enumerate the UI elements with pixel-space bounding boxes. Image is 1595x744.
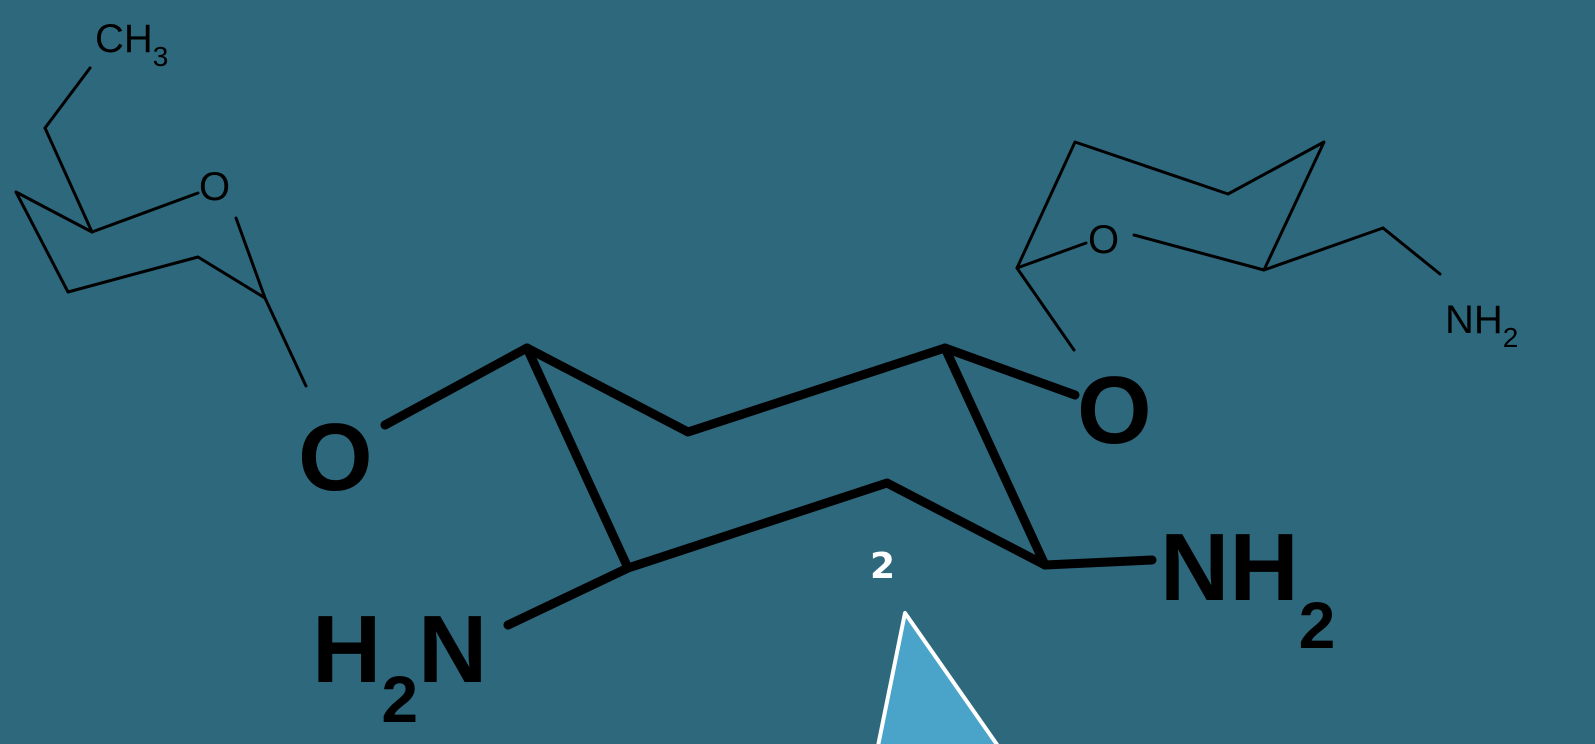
site-marker: 2 [870, 546, 1000, 744]
left-methyl-bond-upper [43, 66, 92, 130]
left-amine-n: N [418, 596, 487, 703]
methyl-label: CH3 [95, 17, 168, 72]
central-ring-bonds [522, 343, 1050, 573]
right-side-chain-bond-1 [1262, 226, 1385, 272]
right-side-amine-main: NH [1445, 298, 1503, 342]
left-amine-h: H [312, 596, 381, 703]
right-glycosidic-oxygen-label: O [1077, 357, 1152, 464]
right-glycosidic-bond [940, 343, 1080, 400]
left-amine-label: H2N [312, 596, 487, 736]
methyl-main: CH [95, 17, 153, 61]
right-anomeric-bond [1015, 266, 1076, 352]
right-amine-main: NH [1160, 514, 1299, 621]
left-glycosidic-oxygen-label: O [298, 404, 373, 511]
right-side-chain-bond-2 [1381, 226, 1442, 276]
left-anomeric-bond [263, 296, 308, 388]
left-amine-subscript: 2 [381, 662, 418, 736]
site-marker-label: 2 [870, 546, 895, 587]
right-amine-bond [1040, 555, 1157, 570]
right-sugar-ring: O NH2 [1015, 140, 1518, 353]
left-glycosidic-bond [380, 343, 532, 430]
methyl-subscript: 3 [153, 41, 169, 72]
right-ring-bonds [1015, 140, 1326, 272]
right-amine-label: NH2 [1160, 514, 1335, 662]
left-methyl-bond-lower [43, 126, 94, 234]
right-amine-subscript: 2 [1299, 588, 1336, 662]
central-ring: O O NH2 H2N [298, 343, 1335, 736]
right-side-amine-subscript: 2 [1503, 322, 1519, 353]
left-amine-bond [503, 563, 633, 630]
left-ring-oxygen-label: O [199, 165, 230, 209]
right-ring-oxygen-label: O [1088, 218, 1119, 262]
left-sugar-ring: O CH3 [14, 17, 308, 388]
site-marker-arrow [876, 611, 1000, 744]
right-side-amine-label: NH2 [1445, 298, 1518, 353]
